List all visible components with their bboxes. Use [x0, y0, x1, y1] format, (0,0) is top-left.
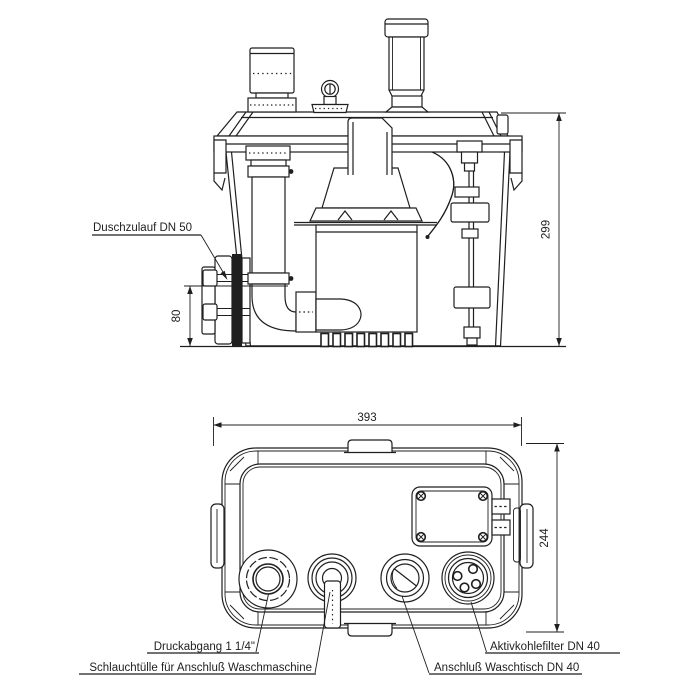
- port-carbon-filter: [441, 551, 495, 605]
- power-cable: [425, 151, 455, 239]
- lifting-eyelet: [311, 79, 349, 114]
- leader-line: [470, 601, 487, 653]
- inner-rim: [225, 451, 519, 625]
- lid-catch: [496, 114, 509, 135]
- pump-bracket: [347, 117, 393, 175]
- dimension-width: 393: [213, 412, 522, 446]
- side-latch-right: [513, 503, 534, 569]
- shower-inlet-label-text: Duschzulauf DN 50: [93, 222, 192, 234]
- port-washing-machine-hose: [307, 553, 357, 629]
- side-view: 80 299 Duschzulauf DN 50: [92, 18, 566, 348]
- screw-icon: [477, 531, 489, 543]
- hose-nipple: [323, 580, 342, 629]
- cable-gland: [491, 519, 511, 536]
- label-pressure-outlet: Druckabgang 1 1/4": [147, 593, 269, 654]
- dimension-inlet-height: 80: [171, 285, 288, 346]
- pressure-outlet-label-text: Druckabgang 1 1/4": [154, 641, 255, 653]
- carry-tab-top: [344, 439, 396, 454]
- carbon-filter-label-text: Aktivkohlefilter DN 40: [490, 641, 600, 653]
- top-view: 393 244 Druckabgang 1 1/4" Schlauchtülle…: [79, 412, 620, 675]
- label-washbasin-connection: Anschluß Waschtisch DN 40: [401, 595, 582, 675]
- screw-icon: [477, 490, 489, 502]
- leader-line: [255, 593, 269, 653]
- label-shower-inlet: Duschzulauf DN 50: [92, 222, 228, 280]
- junction-box: [411, 486, 511, 547]
- label-washing-machine-hose: Schlauchtülle für Anschluß Waschmaschine: [79, 591, 331, 675]
- shower-inlet-flange: [201, 254, 251, 346]
- washing-machine-label-text: Schlauchtülle für Anschluß Waschmaschine: [89, 662, 312, 674]
- washbasin-label-text: Anschluß Waschtisch DN 40: [434, 662, 579, 674]
- leader-line: [314, 591, 331, 674]
- leader-line: [200, 234, 224, 273]
- pump-strainer-slots: [320, 332, 414, 348]
- port-pressure-outlet: [238, 549, 298, 609]
- leader-arrow-icon: [220, 270, 228, 280]
- inlet-valve-fitting: [247, 47, 297, 113]
- dim-inlet-height-value: 80: [171, 310, 183, 323]
- dim-total-height-value: 299: [541, 220, 553, 239]
- dimension-total-height: 299: [501, 112, 566, 346]
- label-carbon-filter: Aktivkohlefilter DN 40: [470, 601, 620, 654]
- port-washbasin: [380, 553, 430, 603]
- inlet-pipe: [245, 145, 317, 333]
- dim-width-value: 393: [357, 412, 376, 424]
- side-latch-left: [210, 503, 225, 569]
- pump-discharge-connector: [315, 298, 362, 331]
- float-switch: [450, 140, 491, 346]
- screw-icon: [415, 490, 427, 502]
- screw-icon: [415, 531, 427, 543]
- leader-line: [401, 595, 430, 674]
- cable-gland: [491, 498, 511, 515]
- lid-clamp-right: [509, 139, 523, 192]
- vent-pipe: [384, 18, 430, 113]
- pump: [294, 167, 437, 348]
- lid-clamp-left: [213, 139, 227, 192]
- dim-depth-value: 244: [539, 528, 551, 548]
- carry-tab-bottom: [344, 622, 396, 637]
- dimension-depth: 244: [526, 443, 564, 633]
